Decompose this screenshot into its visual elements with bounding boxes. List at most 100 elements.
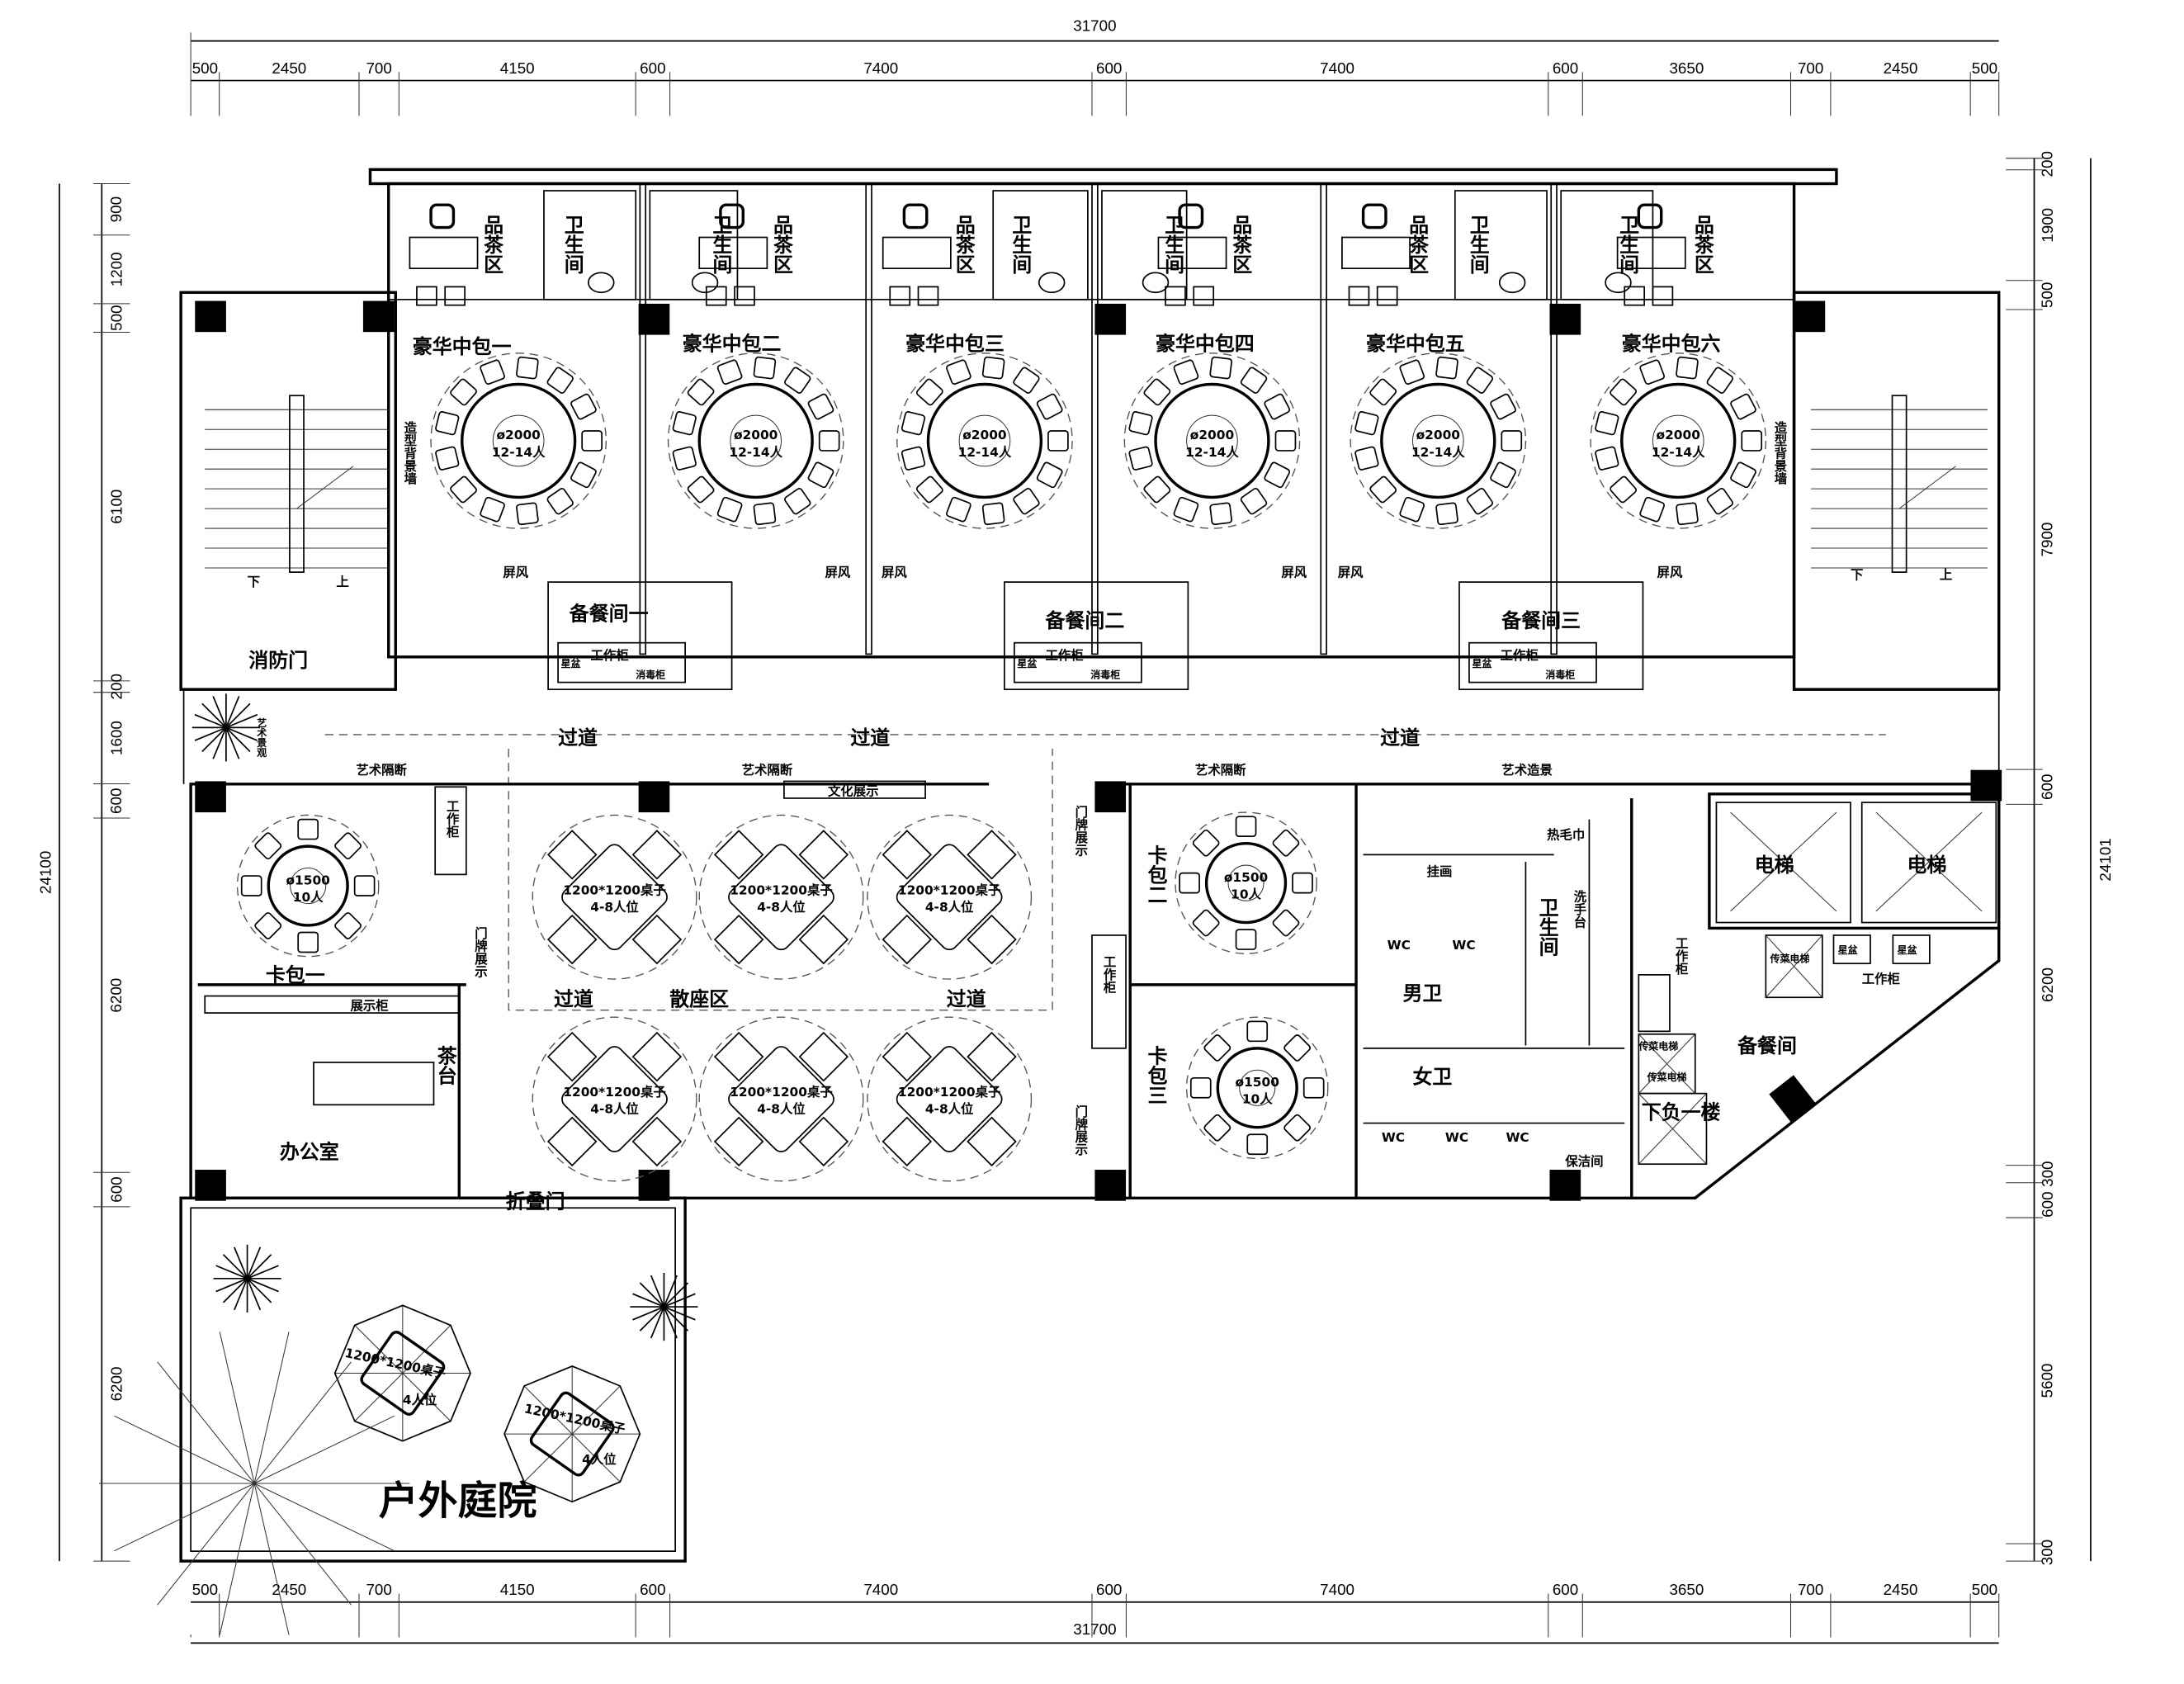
stool	[1376, 286, 1398, 306]
plant-leaf	[664, 1306, 696, 1321]
chair	[1490, 461, 1516, 489]
chair	[1209, 356, 1233, 380]
plant-leaf	[234, 1278, 248, 1311]
table-seats-label: 12-14人	[958, 445, 1012, 460]
dimension-value: 600	[1096, 1581, 1122, 1598]
chair	[716, 359, 743, 386]
table-size-label: ø1500	[1224, 870, 1268, 885]
table-clearance	[667, 352, 844, 529]
dimension-value: 600	[2039, 1191, 2056, 1217]
chair	[1369, 475, 1397, 504]
room-name: 豪华中包一	[413, 335, 512, 358]
dimension-value: 5600	[2039, 1364, 2056, 1398]
tea-table	[882, 236, 952, 270]
courtyard: 折叠门 户外庭院 1200*1200桌子 4人位 1200*1200桌子 4人位	[343, 1190, 626, 1524]
chair	[1399, 496, 1425, 523]
restroom-label: 卫生间	[1466, 215, 1489, 275]
chair	[1610, 475, 1637, 504]
chair	[713, 1031, 764, 1082]
partition-wall	[1091, 182, 1099, 655]
table-clearance	[236, 814, 380, 958]
umbrella-rib	[402, 1373, 451, 1421]
chair	[967, 1031, 1017, 1082]
chair	[1047, 430, 1069, 452]
chair	[1741, 430, 1763, 452]
stool	[734, 286, 755, 306]
plant-leaf	[201, 702, 227, 728]
partition-wall	[865, 182, 872, 655]
chair	[882, 1116, 933, 1167]
table-size-label: ø2000	[1190, 428, 1234, 442]
square-table	[561, 1046, 668, 1152]
painting-label: 挂画	[1427, 863, 1453, 879]
plant-leaf	[225, 696, 240, 728]
palm-frond	[157, 1361, 255, 1484]
chair	[901, 446, 926, 471]
plant-leaf	[212, 727, 227, 759]
chair	[981, 356, 1005, 380]
chair	[1639, 496, 1665, 523]
table-size-label: 1200*1200桌子	[563, 1084, 666, 1100]
feature-wall-label: 造型背景墙	[1772, 420, 1787, 486]
tea-area-label: 品茶区	[952, 215, 975, 274]
plant-leaf	[212, 696, 227, 728]
table-seats-label: 10人	[1242, 1092, 1273, 1107]
table-size-label: 1200*1200桌子	[898, 882, 1001, 897]
chair	[1610, 378, 1637, 406]
chair	[1272, 909, 1300, 937]
square-table	[896, 844, 1003, 951]
table-size-label: ø2000	[734, 428, 778, 442]
table-clearance	[532, 1016, 697, 1182]
toilet-room	[543, 190, 637, 300]
plant-leaf	[632, 1306, 664, 1321]
chair	[450, 378, 477, 406]
pantry-name: 备餐间二	[1045, 609, 1125, 632]
plant-leaf	[194, 726, 227, 741]
dimension-value: 2450	[272, 59, 306, 77]
dimension-value: 600	[640, 59, 665, 77]
dimension-value: 3650	[1669, 59, 1704, 77]
dimension-value: 1600	[107, 721, 125, 755]
chair	[784, 488, 811, 515]
chair	[687, 378, 715, 406]
plant-leaf	[664, 1293, 696, 1308]
dimension-value: 500	[1972, 59, 1997, 77]
round-table	[461, 382, 577, 499]
chair	[713, 830, 764, 880]
plant-leaf	[234, 1246, 248, 1280]
chair	[1240, 367, 1268, 394]
structural-column	[195, 781, 226, 813]
chair	[1595, 411, 1619, 436]
pantry-1	[547, 581, 733, 691]
fire-door-label: 消防门	[248, 649, 308, 672]
table-size-label: ø1500	[1236, 1075, 1279, 1090]
chair	[254, 912, 282, 939]
dimension-value: 2450	[1884, 59, 1918, 77]
cabinet-label: 工作柜	[1102, 955, 1117, 994]
armchair-icon	[1178, 203, 1204, 229]
palm-frond	[253, 1483, 395, 1552]
chair	[1730, 461, 1756, 489]
round-table	[1204, 842, 1288, 925]
chair	[1292, 872, 1313, 894]
chair	[546, 830, 598, 880]
cabinet-label: 工作柜	[1862, 971, 1900, 986]
chair	[1595, 446, 1619, 471]
plant-leaf	[194, 713, 227, 729]
chair	[1639, 359, 1665, 386]
chair	[967, 830, 1017, 880]
chair	[882, 914, 933, 965]
chair	[1369, 378, 1397, 406]
turntable	[1411, 414, 1464, 467]
structural-column	[1970, 769, 2002, 802]
round-table	[1380, 382, 1496, 499]
chair	[1490, 393, 1516, 420]
pantries: 备餐间一 备餐间二 备餐间三 工作柜 工作柜 工作柜 消毒柜 消毒柜 消毒柜 星…	[561, 602, 1581, 680]
plant-icon	[630, 1272, 698, 1341]
chair	[1143, 475, 1171, 504]
stool	[1165, 286, 1186, 306]
square-table	[728, 844, 834, 951]
